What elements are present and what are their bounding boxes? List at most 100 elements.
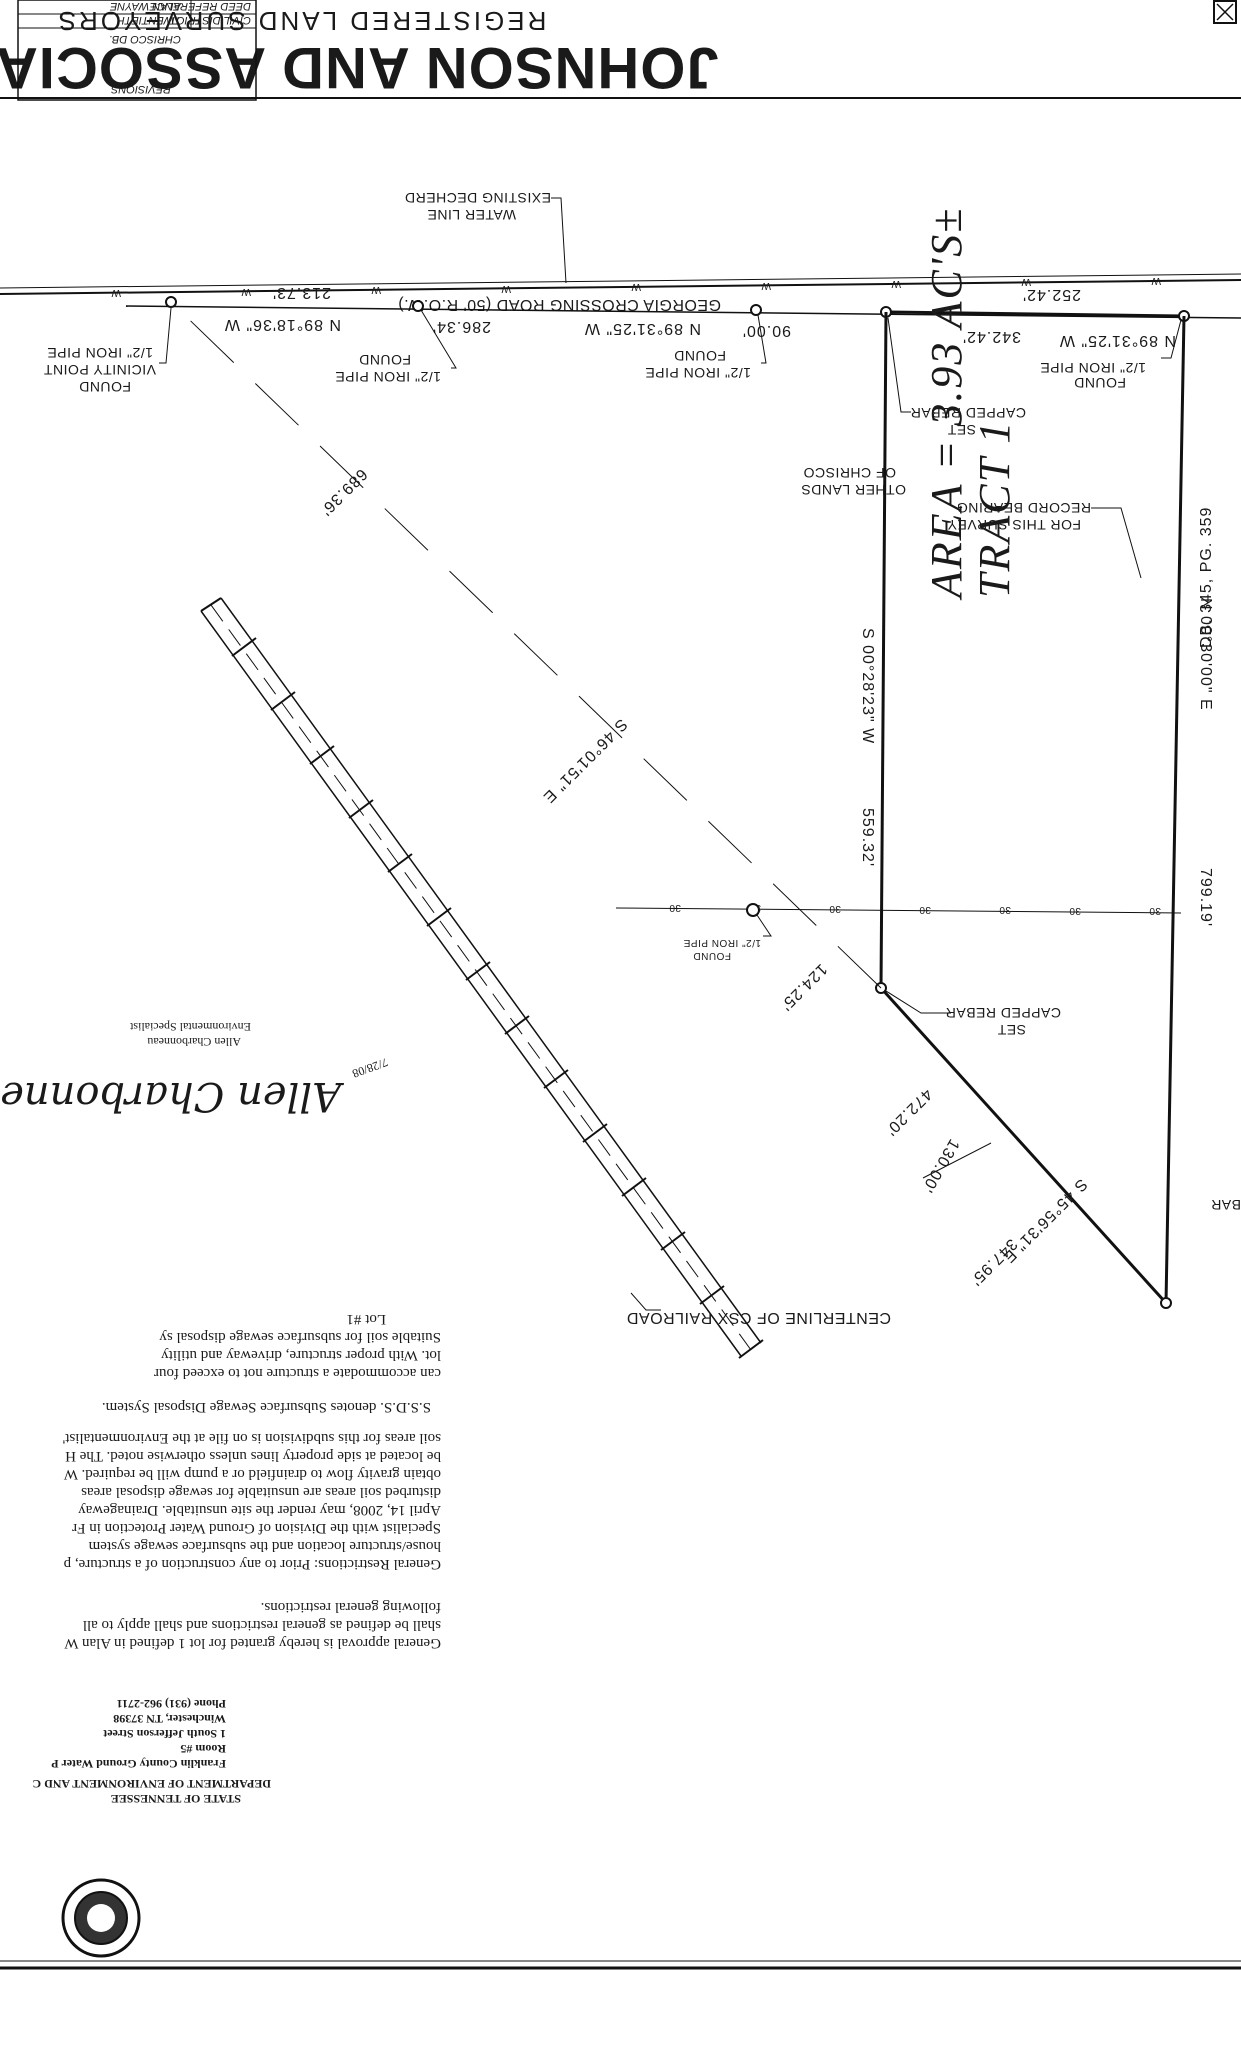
agency-5: 1 South Jefferson Street bbox=[103, 1727, 226, 1741]
water-mark-2: W bbox=[1021, 276, 1031, 287]
ssds: S.S.D.S. denotes Subsurface Sewage Dispo… bbox=[102, 1399, 431, 1415]
rebar-label: CAPPED REBAR bbox=[910, 405, 1026, 421]
deed-reference-label: DEED REFERENCE bbox=[149, 0, 251, 12]
water-line bbox=[0, 279, 1241, 295]
north-boundary: N 89°31'25" W 342.42' 252.42' 90.00' N 8… bbox=[125, 284, 1241, 349]
rr-tie-10 bbox=[387, 853, 413, 873]
railroad-label: CENTERLINE OF CSX RAILROAD bbox=[626, 1309, 891, 1326]
rr-tie-1 bbox=[738, 1339, 764, 1359]
intro-1: General approval is hereby granted for l… bbox=[63, 1635, 441, 1651]
deed-book: DB. 345, PG. 359 bbox=[1198, 507, 1215, 648]
civil-district-value: TWENTIETH bbox=[117, 14, 181, 26]
vicinity-label: VICINITY POINT bbox=[43, 362, 156, 378]
deed-reference-value: ALAN WAYNE bbox=[109, 0, 182, 12]
diag-bearing: S 46°01'51" E bbox=[539, 715, 630, 806]
rr-tie-8 bbox=[465, 961, 491, 981]
vicinity-label-3: FOUND bbox=[79, 379, 131, 395]
railroad-leader bbox=[630, 1292, 661, 1311]
restr-6: obtain gravity flow to drainfield or a p… bbox=[63, 1466, 441, 1482]
lot-label: Lot #1 bbox=[346, 1311, 386, 1327]
bearing-top-left: N 89°18'36" W bbox=[224, 316, 341, 333]
rr-tie-end bbox=[200, 597, 222, 612]
corner-cross-icon bbox=[1216, 3, 1234, 21]
dist-472: 472.20' bbox=[881, 1085, 935, 1139]
left-pipe-label: 1/2" IRON PIPE bbox=[335, 369, 441, 385]
railroad: CENTERLINE OF CSX RAILROAD 130.00' BAR bbox=[200, 597, 1241, 1359]
rr-tie-12 bbox=[309, 745, 335, 765]
water-mark-5: W bbox=[631, 281, 641, 292]
water-mark-3: W bbox=[891, 278, 901, 289]
thirty-line-pipe bbox=[746, 903, 760, 917]
mid-pipe-label: 1/2" IRON PIPE bbox=[645, 365, 751, 381]
railroad-ties bbox=[200, 597, 764, 1359]
rr-tie-9 bbox=[426, 907, 452, 927]
water-mark-6: W bbox=[501, 283, 511, 294]
road-and-water-line: W W W W W W W W W GEORGIA CROSSING ROAD … bbox=[0, 190, 1241, 313]
thirty-label-7: 30 bbox=[669, 902, 681, 913]
water-mark-7: W bbox=[371, 284, 381, 295]
dist-top-right: 252.42' bbox=[1022, 286, 1081, 303]
rr-tie-14 bbox=[231, 637, 257, 657]
rr-tie-6 bbox=[543, 1069, 569, 1089]
vicinity-point bbox=[165, 296, 177, 308]
record-bearing: RECORD BEARING bbox=[956, 500, 1091, 516]
sw-rebar-set: SET bbox=[997, 1022, 1026, 1038]
rr-tie-4 bbox=[621, 1177, 647, 1197]
corner-labels: 1/2" IRON PIPE FOUND CAPPED REBAR SET 1/… bbox=[43, 307, 1182, 438]
offset-130: 130.00' bbox=[918, 1136, 962, 1196]
thirty-label-1: 30 bbox=[1149, 905, 1161, 916]
thirty-line bbox=[615, 907, 1182, 914]
water-line-label-2: WATER LINE bbox=[427, 207, 516, 223]
offset-130-line bbox=[922, 1142, 992, 1179]
signer-title: Environmental Specialist bbox=[129, 1020, 251, 1034]
dist-west: 559.32' bbox=[859, 808, 876, 867]
tract-name: TRACT 1 bbox=[970, 420, 1019, 598]
sw-rebar-leader bbox=[885, 990, 951, 1014]
corner-box-icon bbox=[1213, 0, 1237, 24]
intro-3: following general restrictions. bbox=[261, 1599, 441, 1615]
dist-124: 124.25' bbox=[776, 960, 830, 1014]
vicinity-label-2: 1/2" IRON PIPE bbox=[47, 345, 153, 361]
water-mark-9: W bbox=[111, 287, 121, 298]
thirty-label-2: 30 bbox=[1069, 905, 1081, 916]
water-line-label: EXISTING DECHERD bbox=[405, 190, 551, 206]
bearing-top-mid: N 89°31'25" W bbox=[584, 320, 701, 337]
state-seal bbox=[61, 1878, 141, 1958]
thirty-label-5: 30 bbox=[829, 903, 841, 914]
restr-4: April 14, 2008, may render the site unsu… bbox=[78, 1502, 441, 1518]
west-boundary-line bbox=[879, 311, 888, 989]
corner-se bbox=[1160, 1297, 1172, 1309]
thirty-foot-line: 30 30 30 30 30 30 30 1/2" IRON PIPE FOUN… bbox=[615, 902, 1182, 1014]
rebar-stub-label: BAR bbox=[1211, 1197, 1241, 1213]
bearing-top-right: N 89°31'25" W bbox=[1059, 332, 1176, 349]
other-lands-2: OF CHRISCO bbox=[803, 465, 896, 481]
ne-found-label: FOUND bbox=[1074, 375, 1126, 391]
dist-east: 799.19' bbox=[1197, 868, 1214, 927]
diag-dist: 689.36' bbox=[316, 465, 370, 519]
tract-north-line bbox=[885, 310, 1185, 318]
tract-area: AREA = 3.93 AC'S± bbox=[922, 207, 971, 601]
restr-7: be located at side property lines unless… bbox=[65, 1448, 441, 1464]
road-edge-line bbox=[0, 273, 1241, 289]
firm-subtitle: REGISTERED LAND SURVEYORS bbox=[56, 6, 547, 36]
rr-tie-5 bbox=[582, 1123, 608, 1143]
rebar-leader bbox=[887, 317, 911, 413]
thirty-label-4: 30 bbox=[919, 904, 931, 915]
restr-8: soil areas for this subdivision is on fi… bbox=[62, 1430, 441, 1446]
left-leader bbox=[420, 309, 457, 369]
title-block-table bbox=[17, 0, 257, 101]
mid-leader bbox=[757, 314, 767, 364]
pipe-mid bbox=[750, 304, 762, 316]
bearing-east: N 00°30'00" E bbox=[1197, 598, 1214, 711]
title-block-area bbox=[0, 0, 1241, 110]
approval-block: Allen Charbonneau 7/28/08 Allen Charbonn… bbox=[0, 1020, 441, 1958]
east-boundary-line bbox=[1164, 315, 1186, 1304]
lot-1: Suitable soil for subsurface sewage disp… bbox=[159, 1329, 441, 1345]
water-line-leader bbox=[551, 197, 567, 284]
left-found-label: FOUND bbox=[359, 352, 411, 368]
small-pipe-leader bbox=[756, 914, 772, 937]
restr-3: Specialist with the Division of Ground W… bbox=[72, 1520, 441, 1536]
